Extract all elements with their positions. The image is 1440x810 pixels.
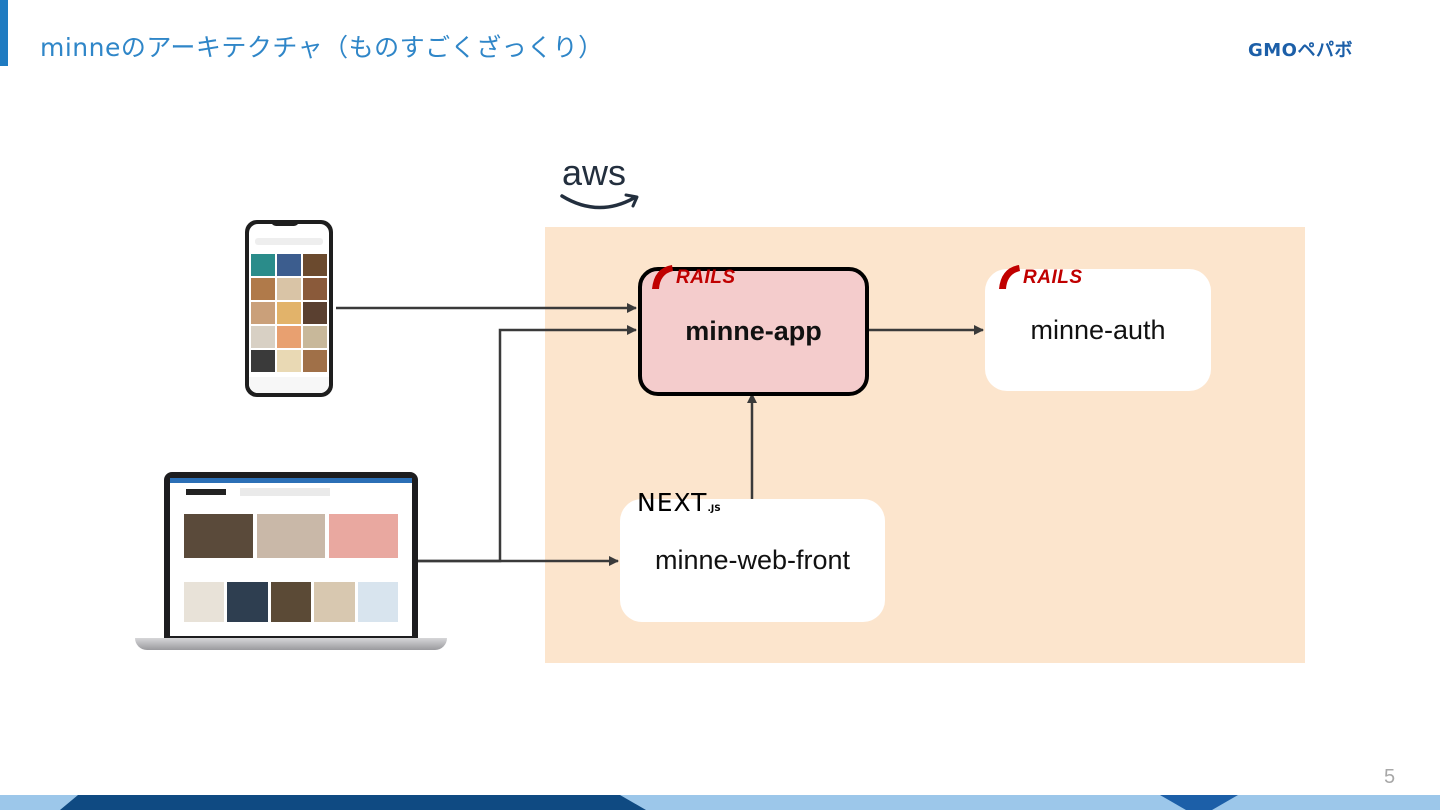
smartphone-screen [249, 224, 329, 393]
node-minne-auth-label: minne-auth [1030, 314, 1166, 345]
rails-arc-icon [999, 265, 1020, 289]
rails-arc-icon [652, 265, 673, 289]
smartphone-client [245, 220, 333, 397]
footer-band [0, 795, 1440, 810]
page-number: 5 [1384, 766, 1396, 788]
aws-logo-text: aws [562, 152, 627, 193]
laptop-screen [170, 478, 412, 636]
laptop-client [135, 472, 447, 652]
brand-logo: GMOペパボ [1248, 40, 1353, 61]
nextjs-logo: NEXT.JS [637, 488, 721, 517]
node-minne-auth: minne-auth [985, 269, 1211, 391]
rails-logo-app: RAILS [650, 264, 740, 294]
smartphone-photo-grid [251, 254, 327, 372]
node-minne-web-front-label: minne-web-front [654, 545, 851, 575]
rails-logo-auth: RAILS [997, 264, 1087, 294]
node-minne-app-label: minne-app [685, 316, 822, 346]
title-accent-bar [0, 0, 8, 66]
slide-title: minneのアーキテクチャ（ものすごくざっくり） [40, 33, 604, 62]
node-minne-app: minne-app [638, 267, 869, 396]
aws-smile-icon [560, 193, 639, 210]
aws-logo: aws [558, 152, 642, 216]
node-minne-web-front: minne-web-front [620, 499, 885, 622]
